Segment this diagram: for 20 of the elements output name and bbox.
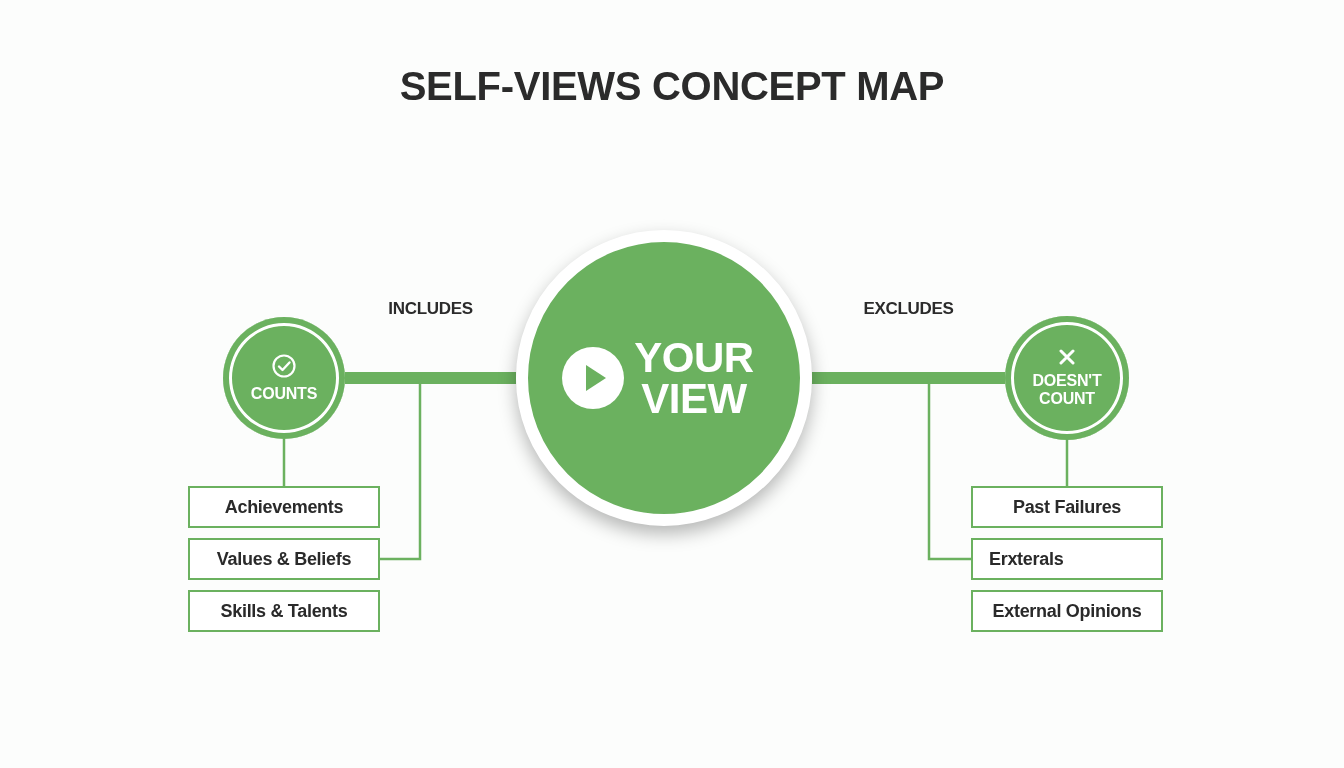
item-label: Erxterals — [989, 548, 1064, 570]
connector-line — [282, 439, 286, 486]
connector-bar — [812, 372, 1005, 384]
node-label: DOESN'T COUNT — [1032, 371, 1102, 408]
connector-bar — [345, 372, 516, 384]
item-label: Past Failures — [1012, 496, 1122, 518]
item-box — [971, 538, 1163, 580]
item-box — [188, 486, 380, 528]
item-label: Achievements — [224, 496, 344, 518]
item-label: External Opinions — [992, 600, 1142, 622]
node-label: YOUR VIEW — [634, 336, 754, 420]
item-box — [971, 486, 1163, 528]
node-label: COUNTS — [250, 384, 318, 403]
item-box — [971, 590, 1163, 632]
item-box — [188, 590, 380, 632]
item-box — [188, 538, 380, 580]
item-label: Values & Beliefs — [216, 548, 352, 570]
item-label: Skills & Talents — [220, 600, 348, 622]
connector-line — [1065, 440, 1069, 486]
diagram-title: SELF-VIEWS CONCEPT MAP — [399, 64, 945, 108]
